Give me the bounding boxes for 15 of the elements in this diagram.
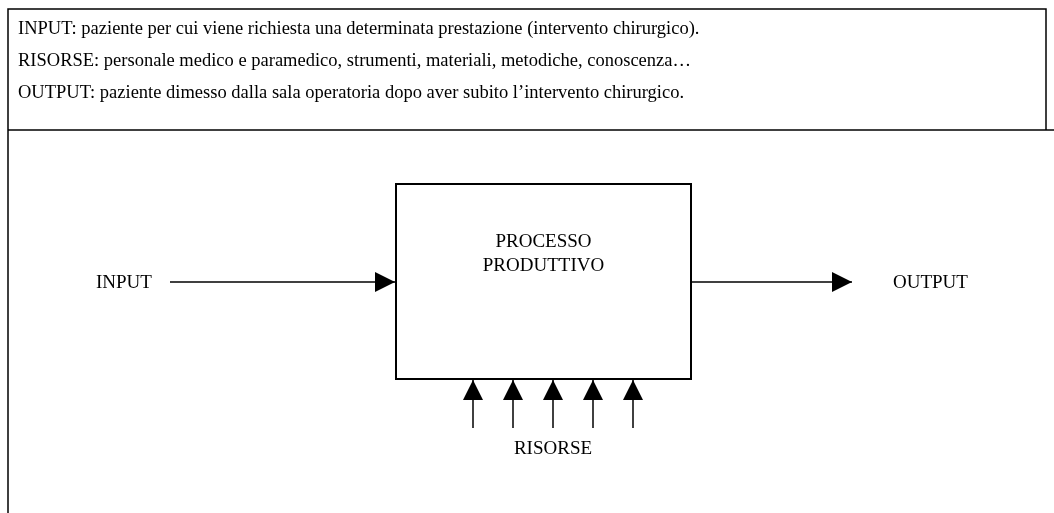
arrow — [691, 272, 853, 292]
description-text: OUTPUT: paziente dimesso dalla sala operatoria dopo aver subito l’intervento chirurgico. — [18, 82, 685, 103]
input-label: INPUT — [96, 266, 162, 298]
process-box — [395, 183, 692, 380]
description-text: RISORSE: personale medico e paramedico, strumenti, materiali, metodiche, conoscenza… — [18, 50, 691, 71]
arrow — [169, 272, 396, 292]
arrow — [583, 379, 603, 429]
description-text: INPUT: paziente per cui viene richiesta una determinata prestazione (intervento chirurgico). — [18, 18, 700, 39]
output-label: OUTPUT — [852, 266, 1012, 298]
arrow — [503, 379, 523, 429]
process-title: PROCESSO PRODUTTIVO — [481, 229, 606, 277]
resources-label: RISORSE — [505, 432, 601, 462]
arrow — [543, 379, 563, 429]
arrow — [463, 379, 483, 429]
arrow — [623, 379, 643, 429]
